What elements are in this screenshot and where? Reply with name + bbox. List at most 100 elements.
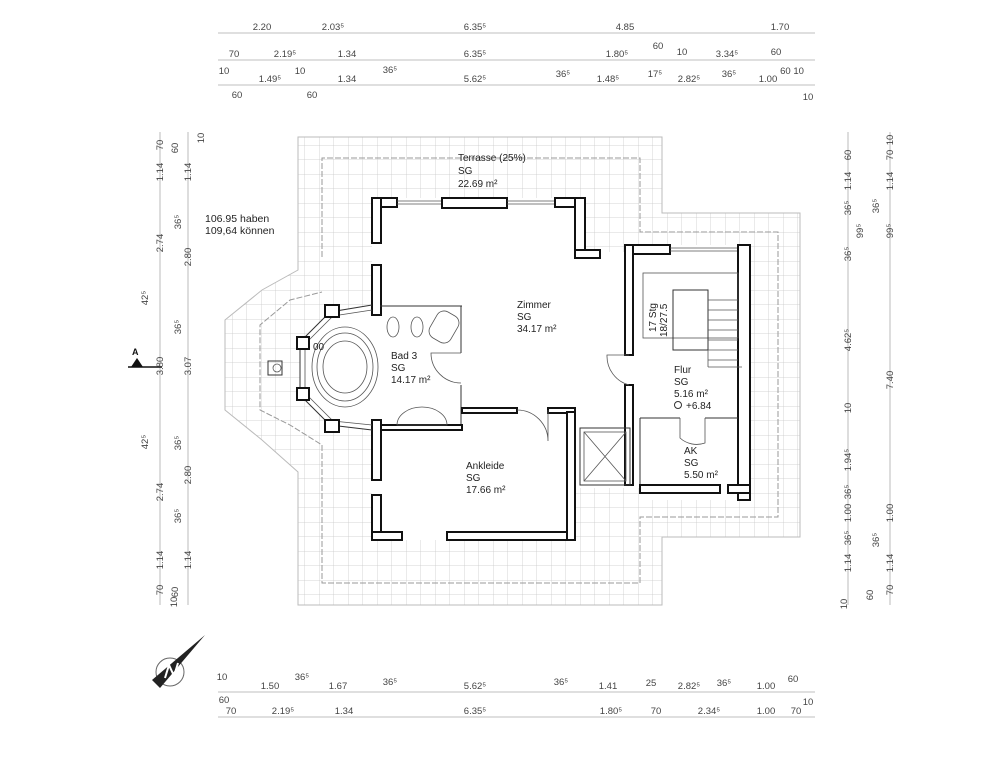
dimension-label-bottom: 25 bbox=[646, 678, 657, 689]
dimension-label-top: 1.48⁵ bbox=[597, 74, 619, 85]
dimension-label-bottom: 1.67 bbox=[329, 681, 348, 692]
room-area: 14.17 m² bbox=[391, 375, 431, 386]
room-level: +6.84 bbox=[686, 401, 712, 412]
room-area: 22.69 m² bbox=[458, 179, 498, 190]
dimension-label-left: 42⁵ bbox=[140, 435, 151, 450]
dimension-label-top: 1.00 bbox=[759, 74, 778, 85]
dimension-label-top: 6.35⁵ bbox=[464, 22, 486, 33]
level-marker: 00 bbox=[313, 342, 325, 353]
dimension-label-bottom: 6.35⁵ bbox=[464, 706, 486, 717]
dimension-label-bottom: 70 bbox=[651, 706, 662, 717]
dimension-label-bottom: 2.19⁵ bbox=[272, 706, 294, 717]
dimension-label-left: 42⁵ bbox=[140, 291, 151, 306]
room-name: Bad 3 bbox=[391, 351, 418, 362]
dimension-label-left: 10 bbox=[169, 597, 180, 608]
dimension-label-right: 1.00 bbox=[843, 504, 854, 523]
dimension-label-bottom: 5.62⁵ bbox=[464, 681, 486, 692]
dimension-label-right: 36⁵ bbox=[843, 201, 854, 216]
room-name: Terrasse (25%) bbox=[458, 153, 526, 164]
room-area: 17.66 m² bbox=[466, 485, 506, 496]
dimension-labels: 2.20 2.03⁵ 6.35⁵ 4.85 1.70 70 2.19⁵ 1.34 6.35⁵ 1.… bbox=[140, 22, 896, 717]
dimension-label-left: 1.14 bbox=[155, 551, 166, 570]
dimension-label-top: 17⁵ bbox=[648, 69, 663, 80]
dimension-label-top: 10 bbox=[295, 66, 306, 77]
room-floor: SG bbox=[517, 312, 532, 323]
dimension-label-left: 36⁵ bbox=[173, 436, 184, 451]
dimension-label-top: 2.03⁵ bbox=[322, 22, 344, 33]
dimension-label-top: 36⁵ bbox=[556, 69, 571, 80]
dimension-label-bottom: 1.50 bbox=[261, 681, 280, 692]
room-name: Zimmer bbox=[517, 300, 552, 311]
shaft bbox=[579, 427, 631, 486]
dimension-label-top: 10 bbox=[803, 92, 814, 103]
room-terrasse: Terrasse (25%) SG 22.69 m² bbox=[458, 153, 526, 190]
dimension-label-top: 1.34 bbox=[338, 49, 357, 60]
dimension-label-top: 10 bbox=[677, 47, 688, 58]
dimension-label-left: 2.74 bbox=[155, 483, 166, 502]
doors bbox=[430, 352, 706, 445]
room-name: Flur bbox=[674, 365, 692, 376]
section-arrow-icon bbox=[131, 358, 143, 367]
section-marker: A bbox=[128, 347, 162, 368]
room-ankleide: Ankleide SG 17.66 m² bbox=[466, 461, 506, 496]
dimension-label-top: 2.82⁵ bbox=[678, 74, 700, 85]
dimension-label-left: 70 bbox=[155, 585, 166, 596]
dimension-label-left: 1.14 bbox=[155, 163, 166, 182]
dimension-label-top: 1.34 bbox=[338, 74, 357, 85]
room-area: 5.16 m² bbox=[674, 389, 709, 400]
dimension-label-right: 36⁵ bbox=[843, 247, 854, 262]
dimension-label-left: 70 bbox=[155, 140, 166, 151]
dimension-label-top: 3.34⁵ bbox=[716, 49, 738, 60]
dimension-label-right: 60 bbox=[865, 590, 876, 601]
dimension-label-bottom: 36⁵ bbox=[717, 678, 732, 689]
room-floor: SG bbox=[684, 458, 699, 469]
room-floor: SG bbox=[391, 363, 406, 374]
dimension-label-right: 1.00 bbox=[885, 504, 896, 523]
dimension-label-right: 7.40 bbox=[885, 371, 896, 390]
dimension-label-right: 1.14 bbox=[885, 172, 896, 191]
dimension-label-left: 1.14 bbox=[183, 163, 194, 182]
stair-ratio: 18/27.5 bbox=[659, 303, 670, 337]
dimension-label-right: 10 bbox=[843, 403, 854, 414]
dimension-label-left: 36⁵ bbox=[173, 215, 184, 230]
dimension-label-right: 36⁵ bbox=[871, 533, 882, 548]
dimension-label-left: 2.80 bbox=[183, 248, 194, 267]
dimension-label-top: 60 10 bbox=[780, 66, 804, 77]
dimension-label-top: 2.20 bbox=[253, 22, 272, 33]
dimension-label-right: 36⁵ bbox=[843, 531, 854, 546]
dimension-label-top: 4.85 bbox=[616, 22, 635, 33]
dimension-label-top: 70 bbox=[229, 49, 240, 60]
dimension-label-top: 1.49⁵ bbox=[259, 74, 281, 85]
dimension-label-left: 2.80 bbox=[183, 466, 194, 485]
dimension-label-top: 60 bbox=[232, 90, 243, 101]
dimension-label-bottom: 60 bbox=[219, 695, 230, 706]
dimension-label-top: 5.62⁵ bbox=[464, 74, 486, 85]
room-area: 34.17 m² bbox=[517, 324, 557, 335]
terrace-edge bbox=[259, 157, 779, 584]
dimension-label-left: 36⁵ bbox=[173, 320, 184, 335]
dimension-label-top: 60 bbox=[771, 47, 782, 58]
dimension-label-left: 3.07 bbox=[183, 357, 194, 376]
dimension-label-right: 1.14 bbox=[885, 554, 896, 573]
dimension-label-bottom: 70 bbox=[791, 706, 802, 717]
dimension-label-bottom: 10 bbox=[803, 697, 814, 708]
dimension-label-top: 6.35⁵ bbox=[464, 49, 486, 60]
room-zimmer: Zimmer SG 34.17 m² bbox=[517, 300, 557, 335]
dimension-label-bottom: 1.00 bbox=[757, 681, 776, 692]
dimension-label-left: 10 bbox=[196, 133, 207, 144]
dimension-label-left: 60 bbox=[170, 587, 181, 598]
walls bbox=[296, 197, 751, 541]
dimension-label-top: 1.70 bbox=[771, 22, 790, 33]
staircase bbox=[642, 272, 742, 368]
dimension-label-right: 36⁵ bbox=[871, 199, 882, 214]
room-bad: Bad 3 SG 14.17 m² bbox=[391, 351, 431, 386]
dimension-label-bottom: 10 bbox=[217, 672, 228, 683]
dimension-label-bottom: 1.80⁵ bbox=[600, 706, 622, 717]
dimension-label-bottom: 1.00 bbox=[757, 706, 776, 717]
dimension-label-left: 2.74 bbox=[155, 234, 166, 253]
dimension-label-right: 99⁵ bbox=[855, 224, 866, 239]
room-floor: SG bbox=[458, 166, 473, 177]
dimension-label-bottom: 36⁵ bbox=[295, 672, 310, 683]
dimension-label-right: 36⁵ bbox=[843, 485, 854, 500]
